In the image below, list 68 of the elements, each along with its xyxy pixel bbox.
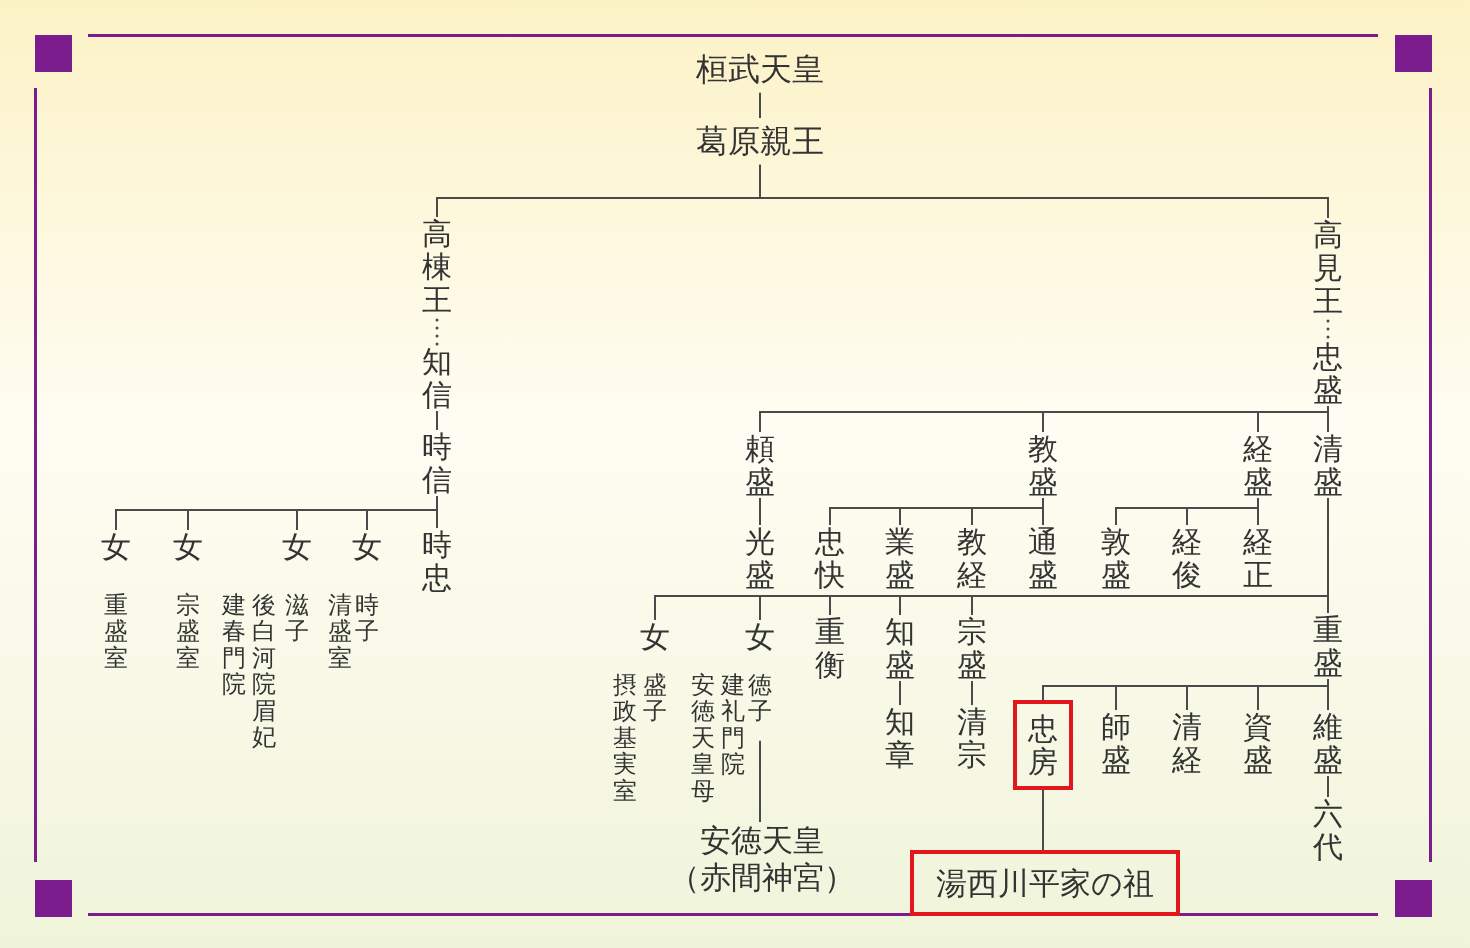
person-name: 経盛 <box>1243 432 1273 498</box>
lineage-line <box>1327 775 1329 798</box>
person-note: 徳子 <box>748 672 772 725</box>
person-name: 女 <box>282 530 312 563</box>
person-name: 女 <box>173 530 203 563</box>
lineage-line <box>971 680 973 706</box>
person-note: 滋子 <box>285 592 309 645</box>
person-note: 盛子 <box>643 672 667 725</box>
person-name: 葛原親王 <box>692 118 828 165</box>
person-name: 光盛 <box>745 525 775 591</box>
person-note: 時子 <box>355 592 379 645</box>
person-name: 女 <box>745 620 775 653</box>
lineage-line <box>759 497 761 526</box>
person-name: 高棟王 <box>422 217 452 316</box>
lineage-line <box>1257 497 1259 526</box>
lineage-line <box>1327 678 1329 711</box>
person-name: 清盛 <box>1313 432 1343 498</box>
lineage-line <box>436 495 438 529</box>
person-name: 師盛 <box>1101 710 1131 776</box>
person-name: 業盛 <box>885 525 915 591</box>
person-name: 頼盛 <box>745 432 775 498</box>
person-name: 資盛 <box>1243 710 1273 776</box>
lineage-line <box>1042 789 1044 851</box>
lineage-line <box>759 163 1329 219</box>
person-name: 経正 <box>1243 525 1273 591</box>
person-note: 後白河院眉妃 <box>252 592 276 751</box>
person-note: 重盛室 <box>104 592 128 672</box>
person-name: 女 <box>640 620 670 653</box>
lineage-line <box>1042 497 1044 526</box>
person-name: 教経 <box>957 525 987 591</box>
lineage-line <box>899 680 901 706</box>
person-name: 敦盛 <box>1101 525 1131 591</box>
person-name: 時忠 <box>422 528 452 594</box>
lineage-line <box>759 91 761 119</box>
person-name: 宗盛 <box>957 615 987 681</box>
person-name: 忠盛 <box>1313 340 1343 406</box>
person-name: 忠快 <box>815 525 845 591</box>
person-name: 清経 <box>1172 710 1202 776</box>
person-name: 知章 <box>885 705 915 771</box>
lineage-line <box>1327 405 1329 433</box>
highlighted-name-box: 忠房 <box>1013 700 1073 790</box>
person-note: （赤間神宮） <box>669 859 855 897</box>
lineage-line <box>1327 497 1329 614</box>
person-name: 桓武天皇 <box>692 46 828 93</box>
person-name: 知信 <box>422 345 452 411</box>
person-name: 維盛 <box>1313 710 1343 776</box>
person-name: 清宗 <box>957 705 987 771</box>
person-name: 六代 <box>1313 797 1343 863</box>
person-note: 摂政基実室 <box>613 672 637 804</box>
person-note: 安徳天皇母 <box>691 672 715 804</box>
person-note: 建春門院 <box>222 592 246 698</box>
person-name: 重衡 <box>815 615 845 681</box>
person-name: 知盛 <box>885 615 915 681</box>
person-name: 経俊 <box>1172 525 1202 591</box>
person-name: 通盛 <box>1028 525 1058 591</box>
person-name: 教盛 <box>1028 432 1058 498</box>
person-name: 高見王 <box>1313 218 1343 317</box>
lineage-line <box>759 739 761 823</box>
person-note: 清盛室 <box>328 592 352 672</box>
person-name: 安徳天皇 <box>700 822 824 860</box>
lineage-line <box>436 410 438 431</box>
person-note: 建礼門院 <box>721 672 745 778</box>
person-note: 宗盛室 <box>176 592 200 672</box>
person-name: 女 <box>352 530 382 563</box>
highlighted-note-box: 湯西川平家の祖 <box>910 850 1180 916</box>
person-name: 時信 <box>422 430 452 496</box>
person-name: 重盛 <box>1313 613 1343 679</box>
person-name: 女 <box>101 530 131 563</box>
